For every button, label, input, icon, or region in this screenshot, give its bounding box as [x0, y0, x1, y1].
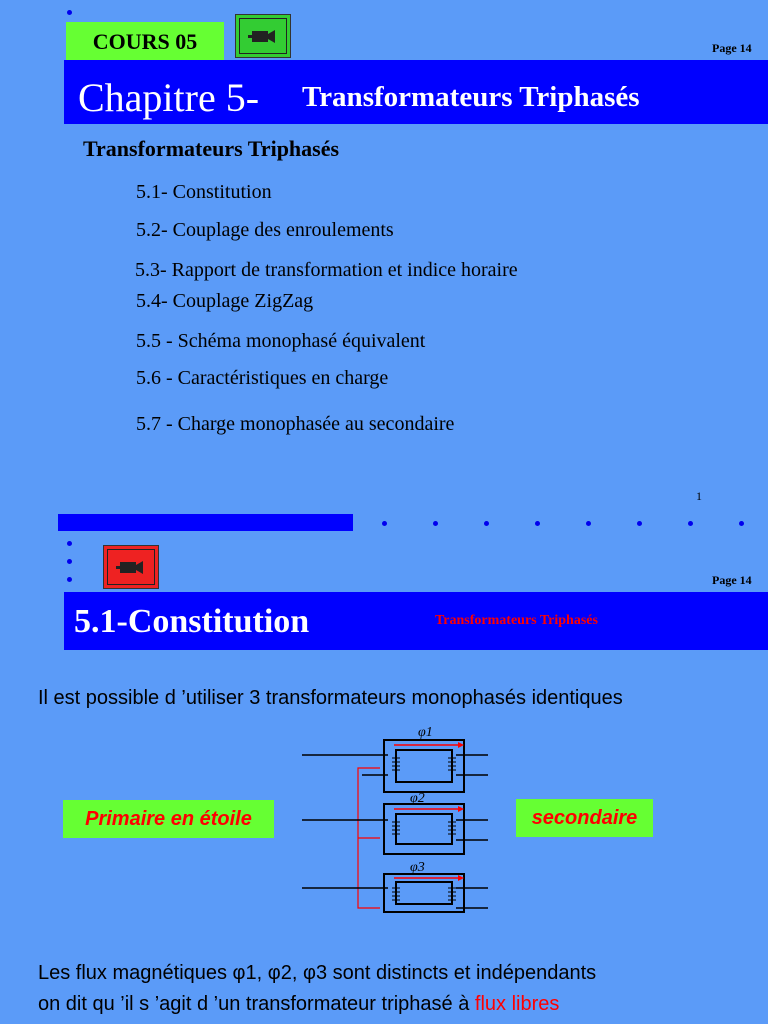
conclusion-line-2: on dit qu ’il s ’agit d ’un transformate… [38, 993, 559, 1016]
chapter-subtitle: Transformateurs Triphasés [302, 81, 640, 113]
footer-dot [688, 521, 693, 526]
footer-dot [535, 521, 540, 526]
section-title: 5.1-Constitution [74, 603, 310, 640]
footer-dot [739, 521, 744, 526]
bullet-dot [67, 559, 72, 564]
footer-dot [637, 521, 642, 526]
primary-label: Primaire en étoile [63, 800, 274, 838]
toc-item[interactable]: 5.6 - Caractéristiques en charge [136, 367, 389, 389]
bullet-dot [67, 10, 72, 15]
conclusion-line-1: Les flux magnétiques φ1, φ2, φ3 sont dis… [38, 962, 597, 984]
bullet-dot [67, 577, 72, 582]
toc-item[interactable]: 5.1- Constitution [136, 181, 272, 203]
chapter-title-bar [64, 60, 768, 124]
flux-label-3: φ3 [410, 860, 425, 875]
toc-item[interactable]: 5.4- Couplage ZigZag [136, 290, 314, 312]
flux-libres-highlight: flux libres [474, 993, 560, 1015]
page-number: Page 14 [712, 573, 752, 587]
section-title-bar [64, 592, 768, 650]
footer-dot [586, 521, 591, 526]
intro-text: Il est possible d ’utiliser 3 transforma… [38, 687, 623, 709]
course-badge: COURS 05 [66, 22, 224, 62]
video-button[interactable] [235, 14, 291, 58]
slide-number: 1 [696, 489, 702, 503]
section-subtitle: Transformateurs Triphasés [435, 613, 598, 628]
chapter-title: Chapitre 5- [78, 75, 260, 120]
transformer-diagram: φ1 φ2 φ3 [302, 725, 488, 913]
toc-heading: Transformateurs Triphasés [83, 136, 340, 161]
footer-dot [484, 521, 489, 526]
video-camera-icon [248, 30, 275, 43]
footer-dot [433, 521, 438, 526]
toc-item[interactable]: 5.3- Rapport de transformation et indice… [135, 259, 518, 281]
toc-item[interactable]: 5.5 - Schéma monophasé équivalent [136, 330, 426, 352]
video-button[interactable] [103, 545, 159, 589]
flux-label-2: φ2 [410, 791, 425, 806]
secondary-label: secondaire [516, 799, 653, 837]
toc-item[interactable]: 5.7 - Charge monophasée au secondaire [136, 413, 455, 435]
footer-bar [58, 514, 353, 531]
video-camera-icon [116, 561, 143, 574]
flux-label-1: φ1 [418, 725, 433, 740]
toc-item[interactable]: 5.2- Couplage des enroulements [136, 219, 394, 241]
footer-dot [382, 521, 387, 526]
page-number: Page 14 [712, 41, 752, 55]
conclusion-text: on dit qu ’il s ’agit d ’un transformate… [38, 993, 475, 1015]
bullet-dot [67, 541, 72, 546]
